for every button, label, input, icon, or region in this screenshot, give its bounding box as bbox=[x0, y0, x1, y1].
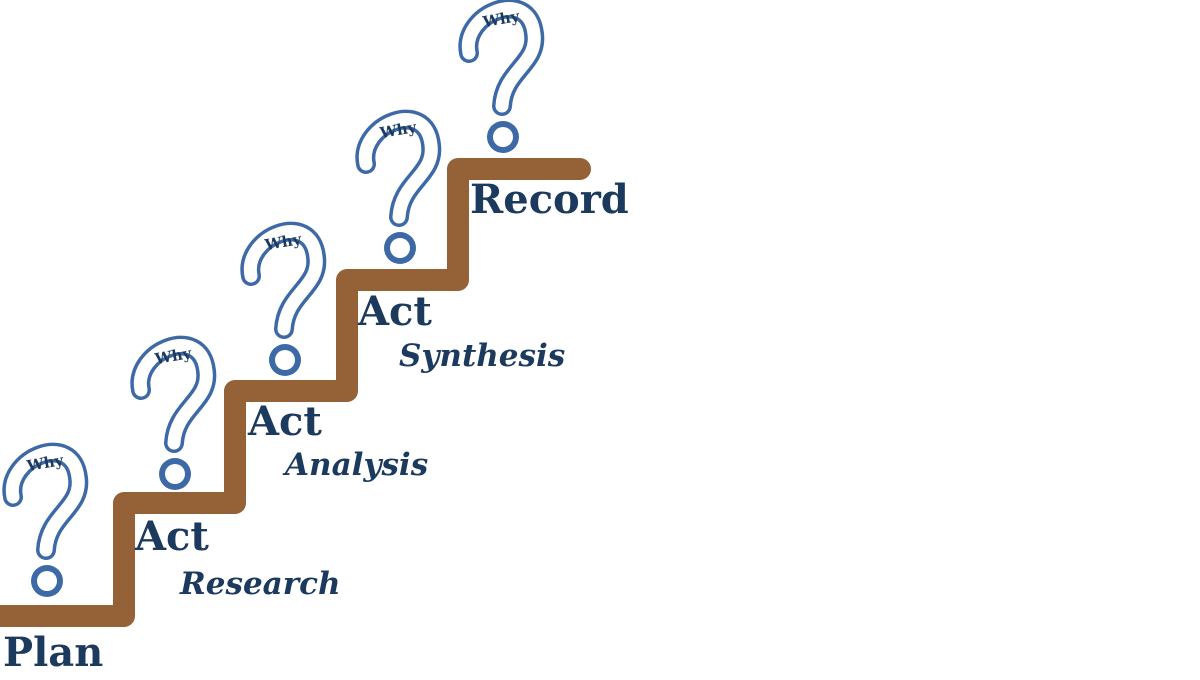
step-label-act-synthesis: Act bbox=[357, 288, 432, 335]
staircase bbox=[0, 158, 591, 627]
step-label-act-analysis: Act bbox=[247, 398, 322, 445]
step-sublabel-research: Research bbox=[179, 566, 341, 602]
step-label-act-research: Act bbox=[134, 513, 209, 560]
step-sublabel-analysis: Analysis bbox=[282, 447, 428, 483]
question-mark-icon: Why bbox=[130, 335, 217, 490]
question-mark-icon: Why bbox=[240, 221, 327, 376]
question-mark-icon: Why bbox=[458, 0, 545, 153]
question-mark-icon: Why bbox=[355, 109, 442, 264]
step-sublabel-synthesis: Synthesis bbox=[399, 338, 565, 374]
question-mark-icon: Why bbox=[2, 442, 89, 597]
step-label-plan: Plan bbox=[3, 629, 103, 676]
step-label-record: Record bbox=[470, 176, 629, 223]
